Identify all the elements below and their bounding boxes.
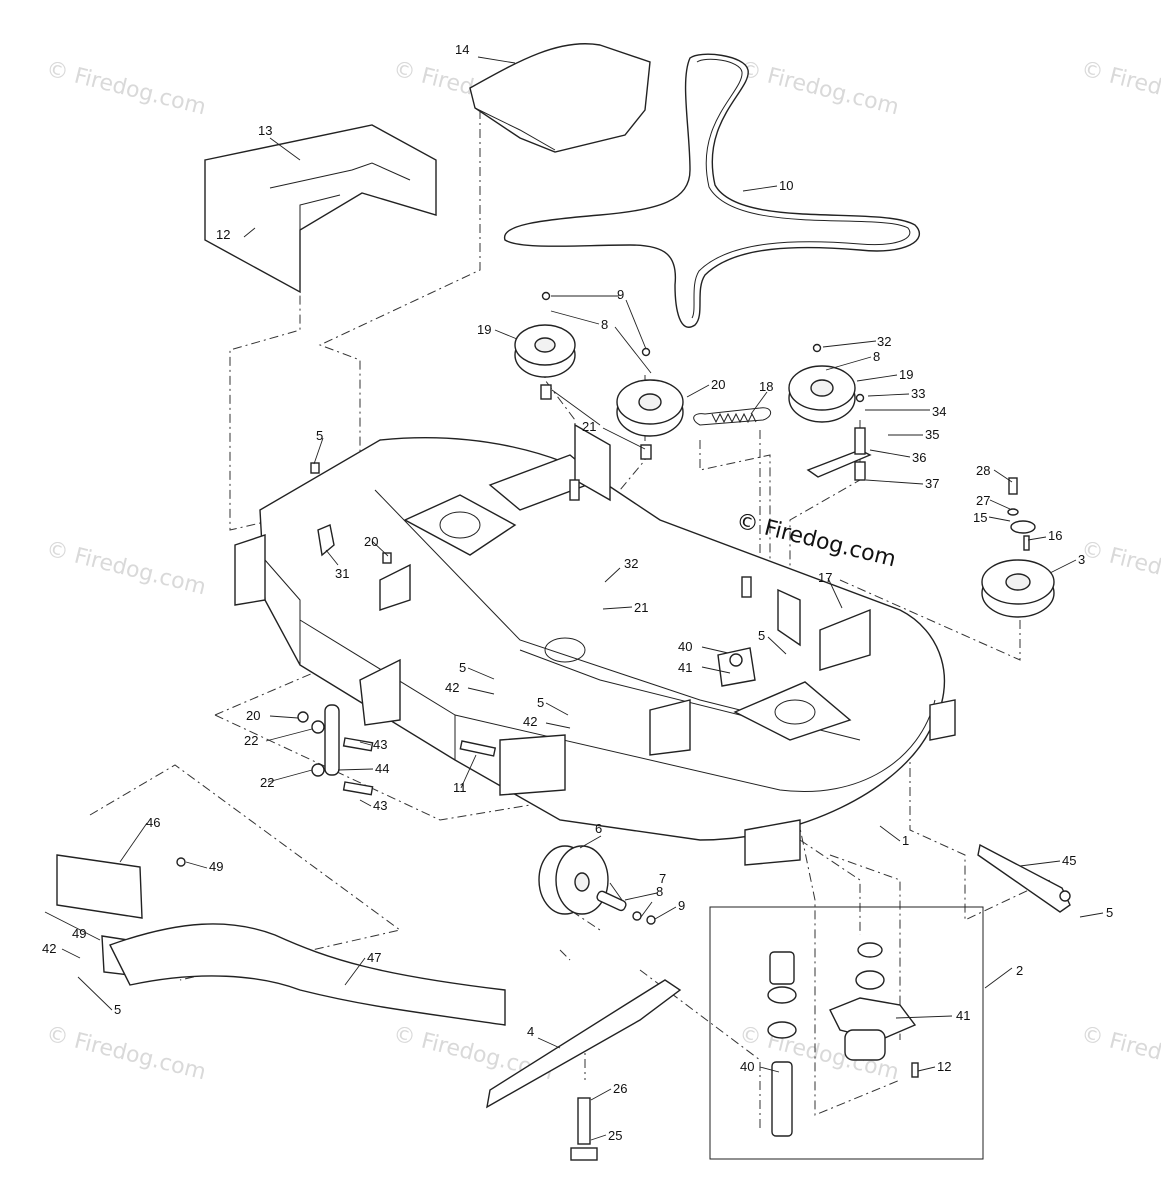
callout: 9 xyxy=(617,287,624,302)
idler-pulleys xyxy=(514,291,865,460)
callout: 12 xyxy=(216,227,230,242)
left-hardware xyxy=(297,462,497,796)
watermark: © Firedog.com xyxy=(737,57,902,121)
spindle-pulley xyxy=(981,477,1055,618)
callout: 20 xyxy=(711,377,725,392)
callout: 41 xyxy=(956,1008,970,1023)
callout: 10 xyxy=(779,178,793,193)
callout: 43 xyxy=(373,798,387,813)
watermark: © Firedog.com xyxy=(1079,537,1161,601)
callout: 19 xyxy=(899,367,913,382)
callout: 9 xyxy=(678,898,685,913)
mower-deck xyxy=(234,423,956,866)
discharge-deflector xyxy=(56,854,506,1026)
callout: 5 xyxy=(758,628,765,643)
callout: 37 xyxy=(925,476,939,491)
callout: 5 xyxy=(114,1002,121,1017)
gauge-wheel xyxy=(538,845,656,925)
callout: 40 xyxy=(740,1059,754,1074)
callout: 49 xyxy=(209,859,223,874)
watermark: © Firedog.com xyxy=(44,1022,209,1086)
callout: 6 xyxy=(595,821,602,836)
callout: 42 xyxy=(445,680,459,695)
callout: 8 xyxy=(656,884,663,899)
callout: 32 xyxy=(624,556,638,571)
callouts: 14 13 12 10 9 8 19 20 18 21 5 32 8 19 33… xyxy=(42,42,1113,1143)
callout: 22 xyxy=(260,775,274,790)
callout: 5 xyxy=(1106,905,1113,920)
callout: 7 xyxy=(659,871,666,886)
callout: 17 xyxy=(818,570,832,585)
callout: 43 xyxy=(373,737,387,752)
mower-blade xyxy=(486,979,682,1161)
callout: 13 xyxy=(258,123,272,138)
callout: 21 xyxy=(634,600,648,615)
callout: 5 xyxy=(537,695,544,710)
callout: 22 xyxy=(244,733,258,748)
callout: 27 xyxy=(976,493,990,508)
callout: 4 xyxy=(527,1024,534,1039)
callout: 46 xyxy=(146,815,160,830)
callout: 20 xyxy=(246,708,260,723)
callout: 14 xyxy=(455,42,469,57)
watermark: © Firedog.com xyxy=(1079,1022,1161,1086)
callout: 34 xyxy=(932,404,946,419)
callout: 36 xyxy=(912,450,926,465)
callout: 8 xyxy=(601,317,608,332)
callout: 25 xyxy=(608,1128,622,1143)
callout: 41 xyxy=(678,660,692,675)
callout: 12 xyxy=(937,1059,951,1074)
pivot-rod xyxy=(977,843,1071,913)
spring-and-idler-arm xyxy=(693,407,872,481)
callout: 2 xyxy=(1016,963,1023,978)
callout: 21 xyxy=(582,419,596,434)
spindle-assembly xyxy=(709,906,984,1160)
drive-belt xyxy=(504,53,921,328)
callout: 28 xyxy=(976,463,990,478)
watermark: © Firedog.com xyxy=(44,537,209,601)
belt-cover xyxy=(469,43,651,153)
deck-shield xyxy=(204,124,437,294)
callout: 42 xyxy=(42,941,56,956)
callout: 33 xyxy=(911,386,925,401)
callout: 8 xyxy=(873,349,880,364)
callout: 42 xyxy=(523,714,537,729)
callout: 31 xyxy=(335,566,349,581)
callout: 32 xyxy=(877,334,891,349)
callout: 44 xyxy=(375,761,389,776)
watermark: © Firedog.com xyxy=(44,57,209,121)
callout: 20 xyxy=(364,534,378,549)
callout: 16 xyxy=(1048,528,1062,543)
callout: 15 xyxy=(973,510,987,525)
leader-lines xyxy=(44,56,1104,1141)
callout: 19 xyxy=(477,322,491,337)
callout: 47 xyxy=(367,950,381,965)
callout: 5 xyxy=(459,660,466,675)
callout: 3 xyxy=(1078,552,1085,567)
callout: 40 xyxy=(678,639,692,654)
callout: 45 xyxy=(1062,853,1076,868)
callout: 11 xyxy=(453,780,467,795)
watermark: © Firedog.com xyxy=(1079,57,1161,121)
callout: 49 xyxy=(72,926,86,941)
callout: 1 xyxy=(902,833,909,848)
callout: 35 xyxy=(925,427,939,442)
callout: 26 xyxy=(613,1081,627,1096)
callout: 5 xyxy=(316,428,323,443)
callout: 18 xyxy=(759,379,773,394)
